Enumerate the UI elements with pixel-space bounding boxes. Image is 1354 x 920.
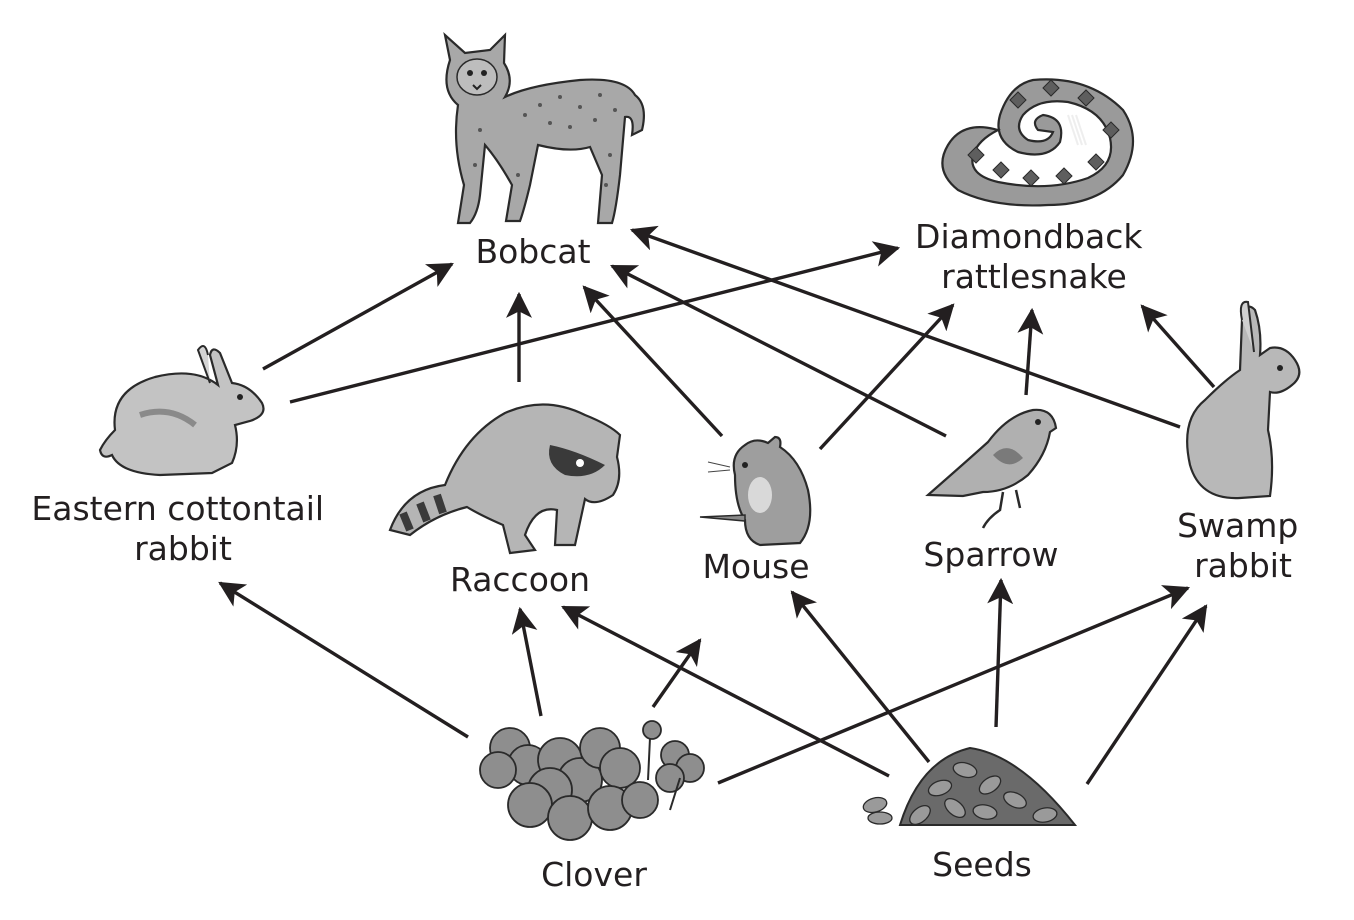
mouse-icon	[699, 435, 812, 547]
rattlesnake-label-line1: Diamondback	[915, 217, 1143, 256]
sparrow-label: Sparrow	[923, 535, 1058, 574]
clover-label: Clover	[541, 855, 647, 894]
arrow-cottontail-to-bobcat	[262, 262, 454, 371]
rattlesnake-label-line2: rattlesnake	[941, 257, 1127, 296]
raccoon-label: Raccoon	[450, 560, 590, 599]
arrow-seeds-to-raccoon	[561, 605, 890, 778]
arrow-seeds-to-mouse	[790, 590, 931, 764]
arrow-swamp-rabbit-to-bobcat	[629, 225, 1181, 429]
arrow-swamp-rabbit-to-rattlesnake	[1140, 304, 1216, 389]
raccoon-icon	[388, 403, 622, 555]
arrow-mouse-to-rattlesnake	[818, 303, 955, 451]
arrow-clover-to-cottontail	[218, 581, 469, 739]
swamp-rabbit-label: Swamp rabbit	[1177, 506, 1309, 585]
arrow-sparrow-to-bobcat	[610, 264, 947, 438]
arrow-sparrow-to-rattlesnake	[1017, 307, 1044, 396]
swamp-rabbit-label-line2: rabbit	[1194, 546, 1292, 585]
cottontail-label: Eastern cottontail rabbit	[31, 489, 334, 568]
arrow-seeds-to-swamp-rabbit	[1085, 604, 1208, 785]
swamp-rabbit-label-line1: Swamp	[1177, 506, 1298, 545]
mouse-label: Mouse	[702, 547, 809, 586]
bobcat-label: Bobcat	[475, 232, 590, 271]
bobcat-icon	[443, 31, 645, 225]
arrow-clover-to-mouse	[651, 638, 702, 708]
cottontail-label-line2: rabbit	[134, 529, 232, 568]
cottontail-label-line1: Eastern cottontail	[31, 489, 324, 528]
arrow-clover-to-raccoon	[511, 606, 543, 717]
cottontail-rabbit-icon	[98, 345, 265, 477]
rattlesnake-icon	[941, 78, 1134, 207]
arrow-clover-to-swamp-rabbit	[717, 585, 1191, 785]
arrow-mouse-to-bobcat	[582, 285, 724, 438]
food-web-arrows	[218, 225, 1216, 785]
seeds-icon	[862, 746, 1078, 826]
seeds-label: Seeds	[932, 845, 1032, 884]
arrow-seeds-to-sparrow	[987, 577, 1014, 728]
arrow-cottontail-to-rattlesnake	[289, 241, 901, 404]
sparrow-icon	[925, 408, 1058, 529]
rattlesnake-label: Diamondback rattlesnake	[915, 217, 1153, 296]
swamp-rabbit-icon	[1186, 300, 1301, 500]
clover-icon	[479, 720, 705, 841]
